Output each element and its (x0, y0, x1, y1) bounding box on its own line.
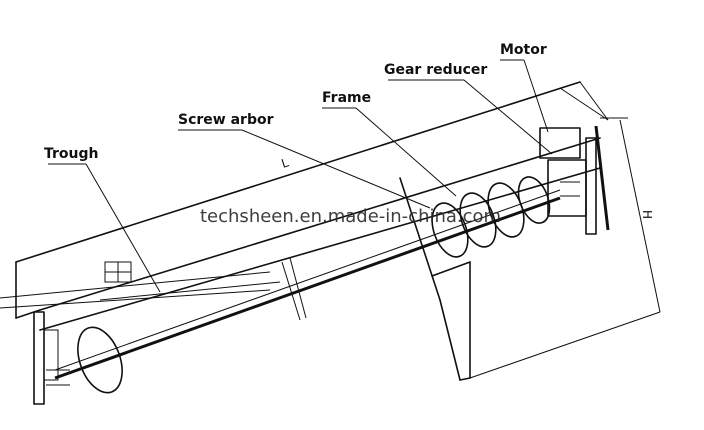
left-end-flange (33, 311, 70, 405)
callout-leaders (48, 59, 553, 293)
drive-assembly (539, 125, 610, 235)
label-gear-reducer: Gear reducer (384, 62, 487, 78)
trough-body (0, 81, 601, 331)
label-frame: Frame (322, 90, 371, 106)
screw-flights (77, 176, 551, 394)
watermark-text: techsheen.en.made-in-china.com (200, 206, 501, 227)
dimension-height: H (469, 81, 661, 379)
label-motor: Motor (500, 42, 547, 58)
dimension-h-label: H (640, 210, 654, 219)
label-screw-arbor: Screw arbor (178, 112, 274, 128)
inlet-hopper (104, 261, 132, 283)
label-trough: Trough (44, 146, 99, 162)
screw-shaft (54, 189, 561, 380)
dimension-l-label: L (280, 155, 291, 170)
dimension-length: L (280, 155, 291, 170)
